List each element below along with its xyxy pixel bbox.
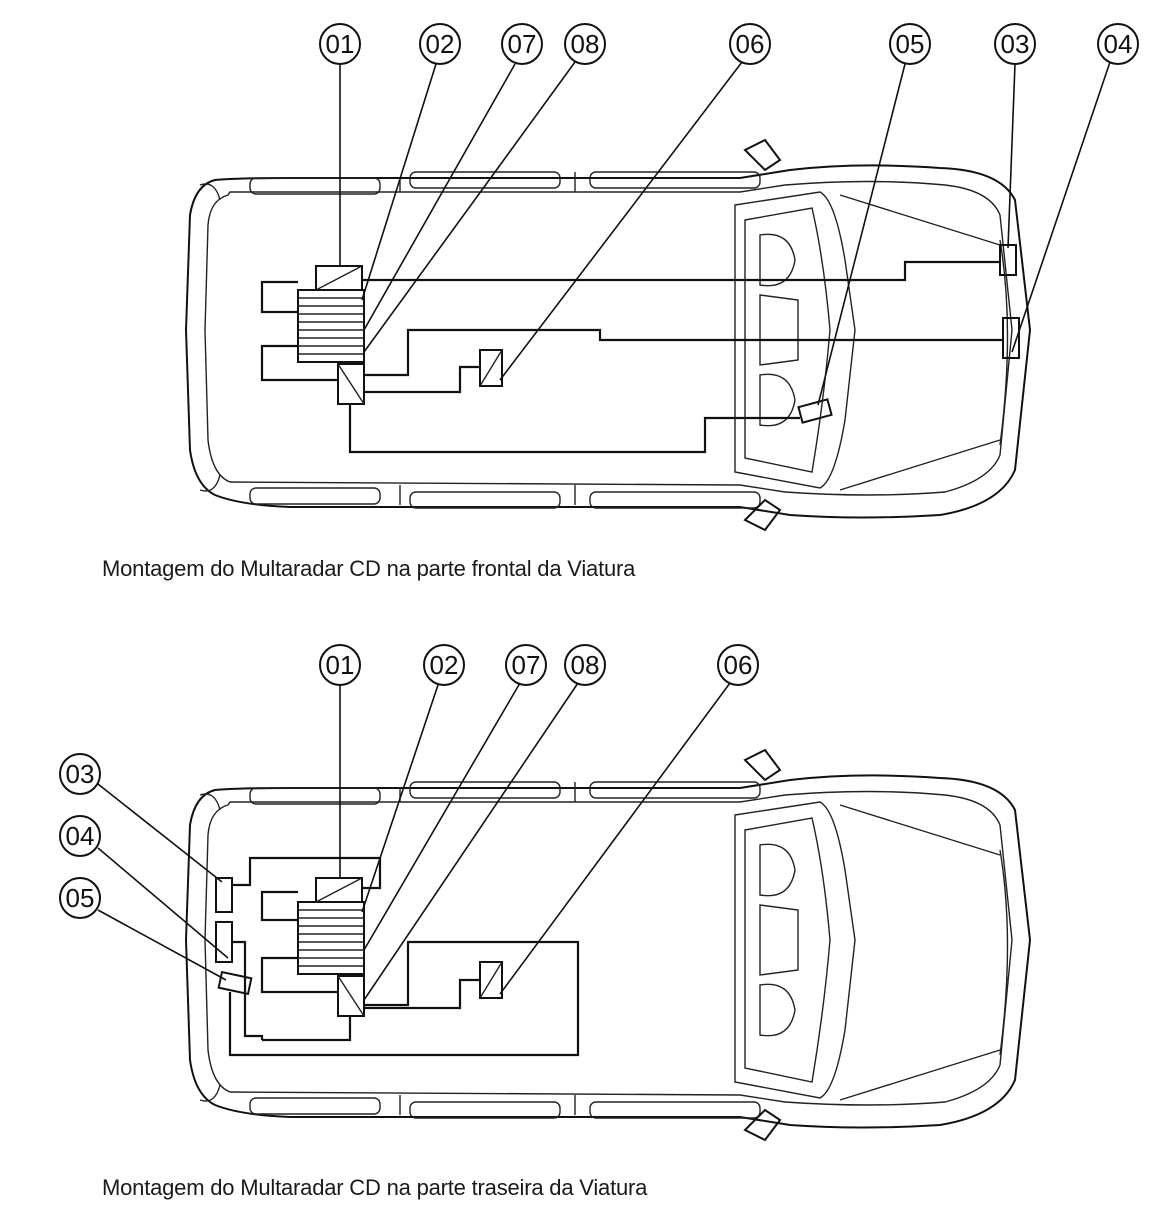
sensor-04 xyxy=(1002,317,1020,359)
callout-02: 02 xyxy=(419,23,461,65)
front-mount-diagram: 01 02 07 08 06 05 03 04 Montagem d xyxy=(0,0,1176,600)
svg-text:05: 05 xyxy=(66,883,95,913)
sensor-03 xyxy=(215,877,233,913)
front-equipment xyxy=(260,244,1020,454)
svg-text:03: 03 xyxy=(1001,29,1030,59)
vehicle-outline xyxy=(184,138,1032,532)
callout-03: 03 xyxy=(994,23,1036,65)
vehicle-outline xyxy=(184,748,1032,1142)
callout-08: 08 xyxy=(564,644,606,686)
sensor-04 xyxy=(215,921,233,963)
rear-mount-diagram: 01 02 07 08 06 03 04 05 Montagem d xyxy=(0,620,1176,1222)
svg-text:06: 06 xyxy=(724,650,753,680)
svg-text:07: 07 xyxy=(508,29,537,59)
svg-text:08: 08 xyxy=(571,650,600,680)
callout-01: 01 xyxy=(319,23,361,65)
control-unit-stripes xyxy=(298,297,364,355)
rear-vehicle-drawing: 01 02 07 08 06 03 04 05 xyxy=(59,644,1032,1142)
callout-02: 02 xyxy=(423,644,465,686)
callout-05: 05 xyxy=(889,23,931,65)
callout-04: 04 xyxy=(59,815,101,857)
rear-equipment xyxy=(215,856,580,1057)
svg-text:04: 04 xyxy=(66,821,95,851)
module-01-box xyxy=(315,265,363,291)
callout-08: 08 xyxy=(564,23,606,65)
svg-text:01: 01 xyxy=(326,650,355,680)
svg-text:07: 07 xyxy=(512,650,541,680)
sensor-05 xyxy=(797,398,833,424)
svg-text:04: 04 xyxy=(1104,29,1133,59)
svg-text:02: 02 xyxy=(426,29,455,59)
front-vehicle-drawing: 01 02 07 08 06 05 03 04 xyxy=(184,23,1139,532)
svg-text:03: 03 xyxy=(66,759,95,789)
sensor-05 xyxy=(217,970,253,996)
callout-06: 06 xyxy=(729,23,771,65)
svg-text:08: 08 xyxy=(571,29,600,59)
module-01-box xyxy=(315,877,363,903)
rear-callouts: 01 02 07 08 06 03 04 05 xyxy=(59,644,759,919)
svg-text:06: 06 xyxy=(736,29,765,59)
callout-03: 03 xyxy=(59,753,101,795)
rear-leader-lines xyxy=(97,682,731,1001)
callout-04: 04 xyxy=(1097,23,1139,65)
front-leader-lines xyxy=(339,61,1111,406)
callout-07: 07 xyxy=(505,644,547,686)
control-unit-stripes xyxy=(298,909,364,967)
control-unit xyxy=(297,901,365,975)
front-callouts: 01 02 07 08 06 05 03 04 xyxy=(319,23,1139,65)
svg-text:05: 05 xyxy=(896,29,925,59)
svg-text:02: 02 xyxy=(430,650,459,680)
callout-07: 07 xyxy=(501,23,543,65)
callout-06: 06 xyxy=(717,644,759,686)
front-caption: Montagem do Multaradar CD na parte front… xyxy=(102,556,636,581)
callout-01: 01 xyxy=(319,644,361,686)
control-unit xyxy=(297,289,365,363)
callout-05: 05 xyxy=(59,877,101,919)
rear-caption: Montagem do Multaradar CD na parte trase… xyxy=(102,1175,648,1200)
svg-text:01: 01 xyxy=(326,29,355,59)
